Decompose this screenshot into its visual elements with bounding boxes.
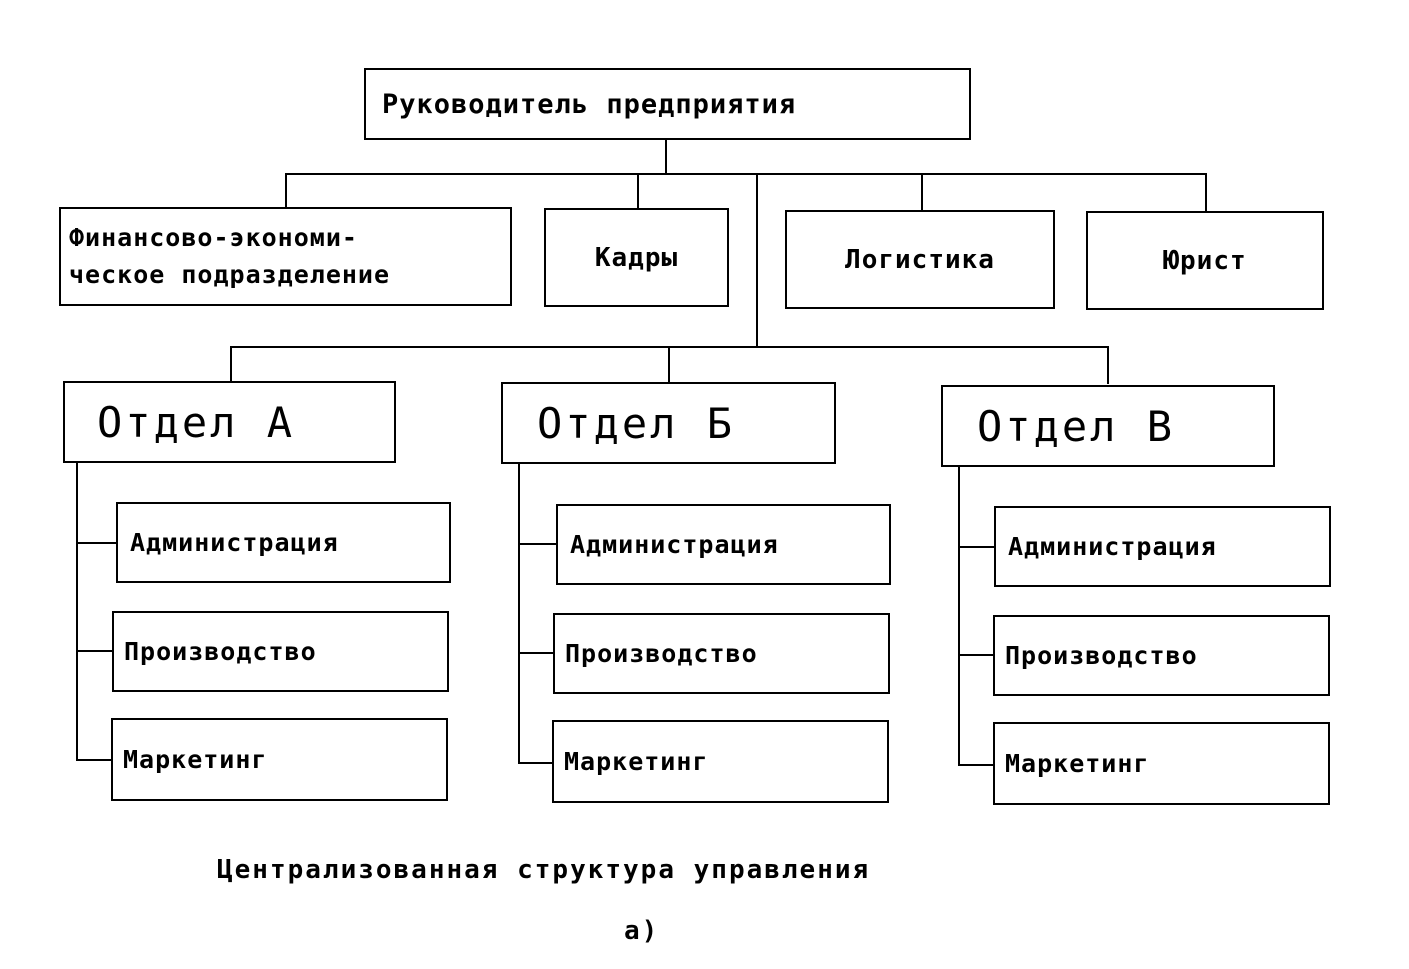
unit-label: Производство [124, 637, 317, 666]
unit-box-c-admin: Администрация [994, 506, 1331, 587]
diagram-caption: Централизованная структура управления [217, 855, 871, 885]
connector-line [637, 173, 639, 209]
staff-box-lawyer: Юрист [1086, 211, 1324, 310]
connector-line [958, 464, 960, 766]
staff-box-logistics: Логистика [785, 210, 1055, 309]
department-box-b: Отдел Б [501, 382, 836, 464]
department-c-label: Отдел В [977, 401, 1176, 451]
connector-line [958, 546, 996, 548]
connector-line [756, 173, 758, 347]
connector-line [230, 346, 232, 382]
unit-box-a-production: Производство [112, 611, 449, 692]
staff-logistics-label: Логистика [845, 244, 995, 275]
staff-finance-line2: ческое подразделение [69, 259, 391, 289]
connector-line [958, 764, 996, 766]
connector-line [668, 346, 670, 382]
connector-line [1107, 346, 1109, 384]
unit-box-b-production: Производство [553, 613, 890, 694]
unit-label: Маркетинг [1005, 749, 1150, 778]
connector-line [76, 650, 118, 652]
staff-hr-label: Кадры [594, 242, 679, 273]
head-box: Руководитель предприятия [364, 68, 971, 140]
unit-label: Администрация [1008, 532, 1217, 561]
staff-box-hr: Кадры [544, 208, 729, 307]
connector-line [76, 461, 78, 761]
unit-box-c-marketing: Маркетинг [993, 722, 1330, 805]
connector-line [665, 138, 667, 174]
connector-line [518, 462, 520, 764]
department-b-label: Отдел Б [537, 398, 736, 448]
connector-line [285, 173, 1207, 175]
connector-line [285, 173, 287, 209]
connector-line [518, 543, 558, 545]
connector-line [958, 654, 996, 656]
department-box-a: Отдел А [63, 381, 396, 463]
unit-box-c-production: Производство [993, 615, 1330, 696]
staff-lawyer-label: Юрист [1163, 245, 1247, 276]
connector-line [1205, 173, 1207, 213]
connector-line [76, 542, 118, 544]
department-box-c: Отдел В [941, 385, 1275, 467]
unit-label: Производство [565, 639, 758, 668]
unit-box-a-admin: Администрация [116, 502, 451, 583]
connector-line [518, 652, 556, 654]
unit-box-a-marketing: Маркетинг [111, 718, 448, 801]
staff-finance-line1: Финансово-экономи- [69, 223, 358, 253]
staff-box-finance: Финансово-экономи- ческое подразделение [59, 207, 512, 306]
connector-line [518, 762, 554, 764]
connector-line [921, 173, 923, 211]
unit-label: Производство [1005, 641, 1198, 670]
unit-label: Администрация [130, 528, 339, 557]
unit-label: Маркетинг [123, 745, 268, 774]
unit-box-b-marketing: Маркетинг [552, 720, 889, 803]
head-label: Руководитель предприятия [382, 88, 797, 120]
unit-box-b-admin: Администрация [556, 504, 891, 585]
department-a-label: Отдел А [97, 397, 296, 447]
figure-sublabel: а) [624, 916, 660, 946]
unit-label: Администрация [570, 530, 779, 559]
unit-label: Маркетинг [564, 747, 709, 776]
connector-line [76, 759, 114, 761]
